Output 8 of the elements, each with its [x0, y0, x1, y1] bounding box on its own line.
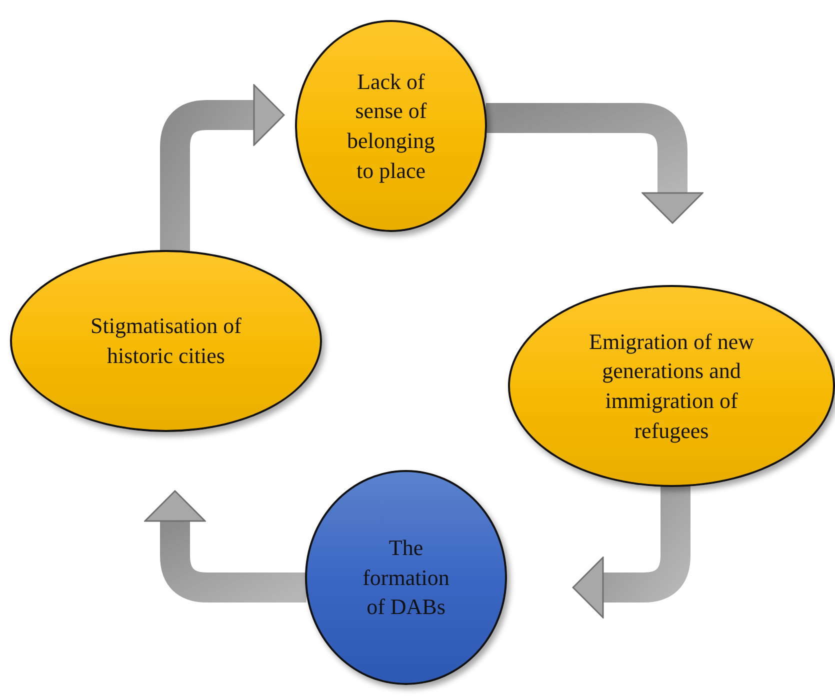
arrow: [572, 486, 690, 618]
node-text: The formation of DABs: [362, 534, 450, 622]
node-text: Stigmatisation of historic cities: [90, 312, 242, 370]
arrow: [486, 103, 704, 224]
node-text: Emigration of new generations and immigration of refugees: [588, 328, 755, 445]
node-text: Lack of sense of belonging to place: [346, 68, 436, 185]
arrow: [144, 490, 306, 602]
arrow: [160, 84, 285, 252]
